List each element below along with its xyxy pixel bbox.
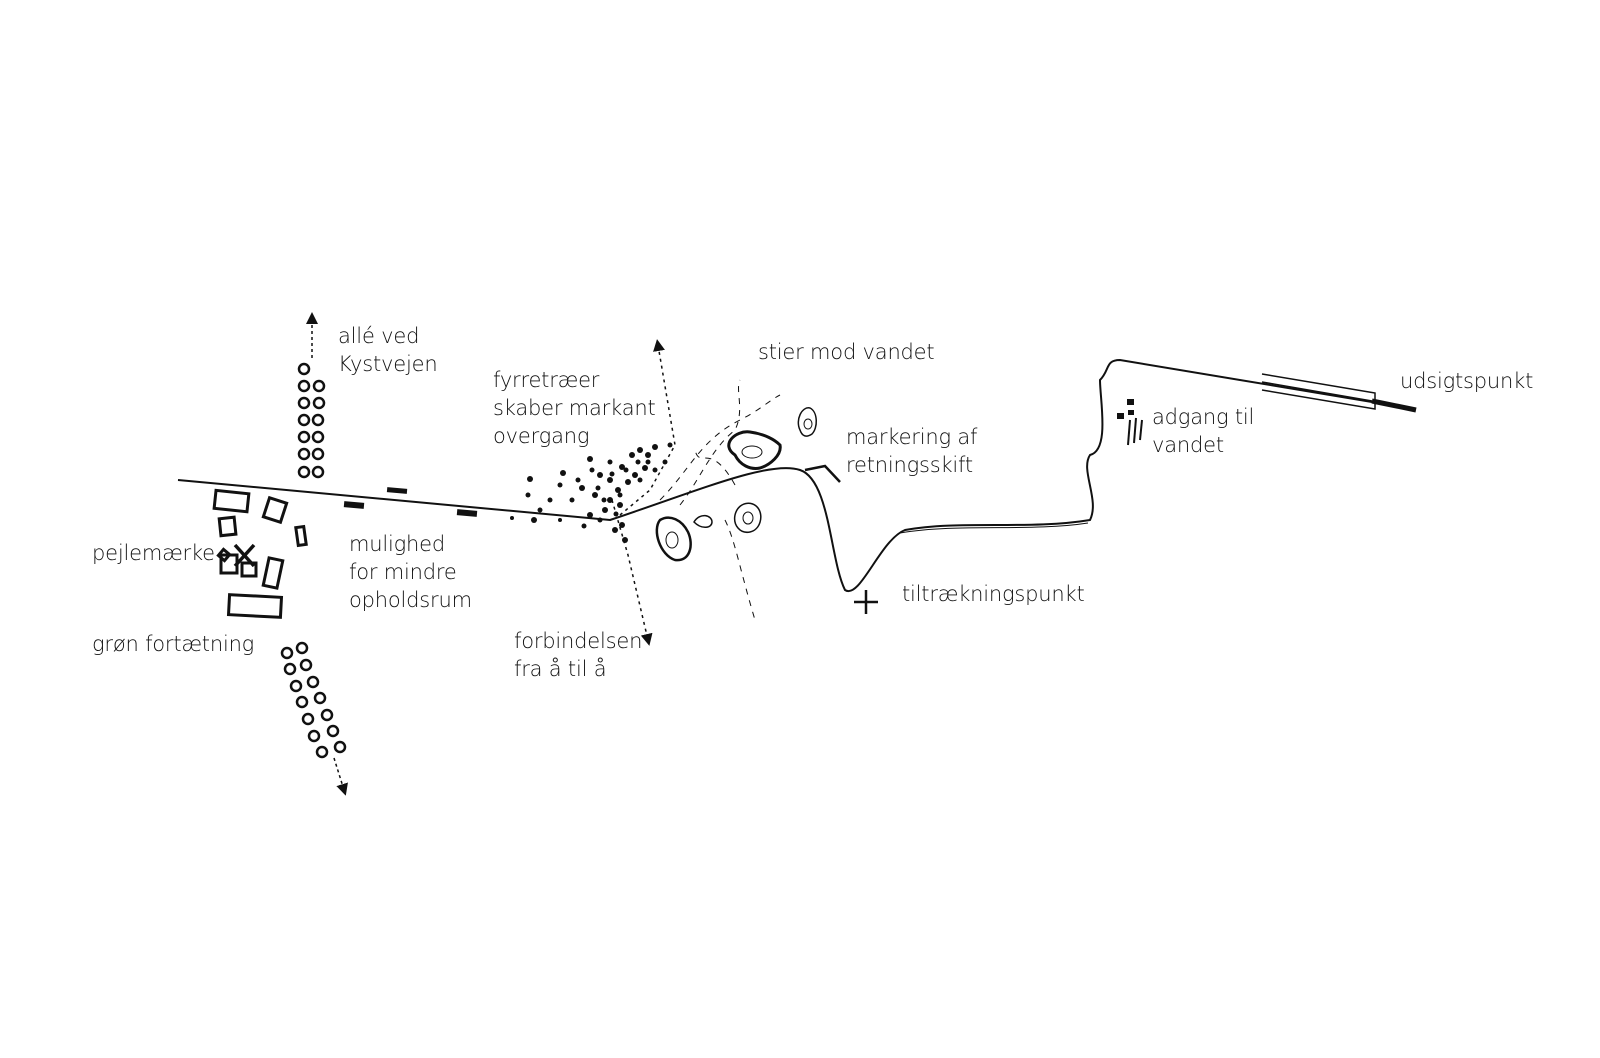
label-tiltraek-line1: tiltrækningspunkt xyxy=(902,582,1085,606)
label-mulighed-line1: mulighed xyxy=(349,532,445,556)
stay-area-marks xyxy=(343,487,478,517)
pine-dot xyxy=(525,492,531,498)
pine-dot xyxy=(587,456,593,462)
pine-dot xyxy=(652,467,658,473)
pine-dot xyxy=(557,482,563,488)
label-fyrretraeer-line3: overgang xyxy=(493,424,590,448)
pine-dot xyxy=(602,507,608,513)
pine-dot xyxy=(617,502,623,508)
label-fyrretraeer-line1: fyrretræer xyxy=(493,368,600,392)
label-alle-line2: Kystvejen xyxy=(338,352,438,376)
building-blocks xyxy=(212,488,308,619)
pine-dot xyxy=(619,522,625,528)
label-alle: allé ved Kystvejen xyxy=(338,322,438,378)
pine-dot xyxy=(625,479,631,485)
pine-dot xyxy=(527,476,533,482)
pine-dot xyxy=(560,470,566,476)
label-adgang-line1: adgang til xyxy=(1152,405,1255,429)
pine-dot xyxy=(642,465,648,471)
label-stier: stier mod vandet xyxy=(758,338,935,366)
pine-dot xyxy=(609,471,615,477)
pine-dot xyxy=(667,442,673,448)
pond-shapes xyxy=(655,407,817,562)
pine-dot xyxy=(589,467,595,473)
label-pejle: pejlemærke xyxy=(92,539,215,567)
attraction-cross-icon xyxy=(854,590,878,614)
pine-dot xyxy=(597,517,603,523)
pine-tree-dots xyxy=(510,442,673,543)
label-mulighed-line3: opholdsrum xyxy=(349,588,472,612)
label-adgang: adgang til vandet xyxy=(1152,403,1254,459)
pine-dot xyxy=(592,492,598,498)
pine-dot xyxy=(607,459,613,465)
label-fyrretraeer-line2: skaber markant xyxy=(493,396,656,420)
landmark-cross-icon xyxy=(233,543,256,568)
pine-dot xyxy=(510,516,514,520)
label-gron-line1: grøn fortætning xyxy=(92,632,255,656)
water-access-marks xyxy=(1117,399,1143,446)
pine-dot xyxy=(581,523,587,529)
label-pejle-line1: pejlemærke xyxy=(92,541,215,565)
main-path-line xyxy=(177,358,1391,593)
label-mulighed-line2: for mindre xyxy=(349,560,457,584)
label-markering: markering af retningsskift xyxy=(846,423,977,479)
label-fyrretraeer: fyrretræer skaber markant overgang xyxy=(493,366,656,450)
direction-marker xyxy=(804,464,841,483)
pine-dot xyxy=(637,447,643,453)
pine-dot xyxy=(607,497,613,503)
label-tiltraek: tiltrækningspunkt xyxy=(902,580,1085,608)
label-forbindelsen: forbindelsen fra å til å xyxy=(514,627,642,683)
label-udsigt-line1: udsigtspunkt xyxy=(1400,369,1534,393)
pine-dot xyxy=(635,459,641,465)
pine-dot xyxy=(645,452,651,458)
label-gron: grøn fortætning xyxy=(92,630,254,658)
label-forbindelsen-line2: fra å til å xyxy=(514,657,607,681)
pine-dot xyxy=(612,527,618,533)
label-stier-line1: stier mod vandet xyxy=(758,340,935,364)
viewpoint-pier xyxy=(1261,373,1417,413)
pine-dot xyxy=(537,507,543,513)
label-adgang-line2: vandet xyxy=(1152,433,1224,457)
label-udsigt: udsigtspunkt xyxy=(1400,367,1533,395)
label-markering-line1: markering af xyxy=(846,425,978,449)
pine-dot xyxy=(575,477,581,483)
connection-line xyxy=(611,499,653,646)
pine-dot xyxy=(547,497,553,503)
pine-dot xyxy=(629,452,635,458)
label-mulighed: mulighed for mindre opholdsrum xyxy=(349,530,472,614)
pine-dot xyxy=(607,477,613,483)
pine-dot xyxy=(615,487,621,493)
pine-dot xyxy=(569,497,575,503)
tree-alley-south xyxy=(280,641,347,759)
pine-dot xyxy=(632,472,638,478)
tree-alley-north xyxy=(297,362,326,479)
pine-dot xyxy=(623,467,629,473)
pine-dot xyxy=(637,477,643,483)
pine-dot xyxy=(601,497,607,503)
pine-dot xyxy=(619,464,625,470)
pine-edge-line xyxy=(619,339,676,516)
pine-dot xyxy=(558,518,562,522)
main-path-line-inner xyxy=(899,522,1089,534)
label-alle-line1: allé ved xyxy=(338,324,420,348)
label-markering-line2: retningsskift xyxy=(846,453,973,477)
pine-dot xyxy=(595,485,601,491)
pine-dot xyxy=(579,485,585,491)
arrow-south xyxy=(333,757,348,796)
label-forbindelsen-line1: forbindelsen xyxy=(514,629,643,653)
pine-dot xyxy=(645,459,651,465)
pine-dot xyxy=(587,512,593,518)
paths-to-water xyxy=(659,379,781,621)
pine-dot xyxy=(597,472,603,478)
pine-dot xyxy=(617,492,623,498)
pine-dot xyxy=(652,444,658,450)
pine-dot xyxy=(531,517,537,523)
